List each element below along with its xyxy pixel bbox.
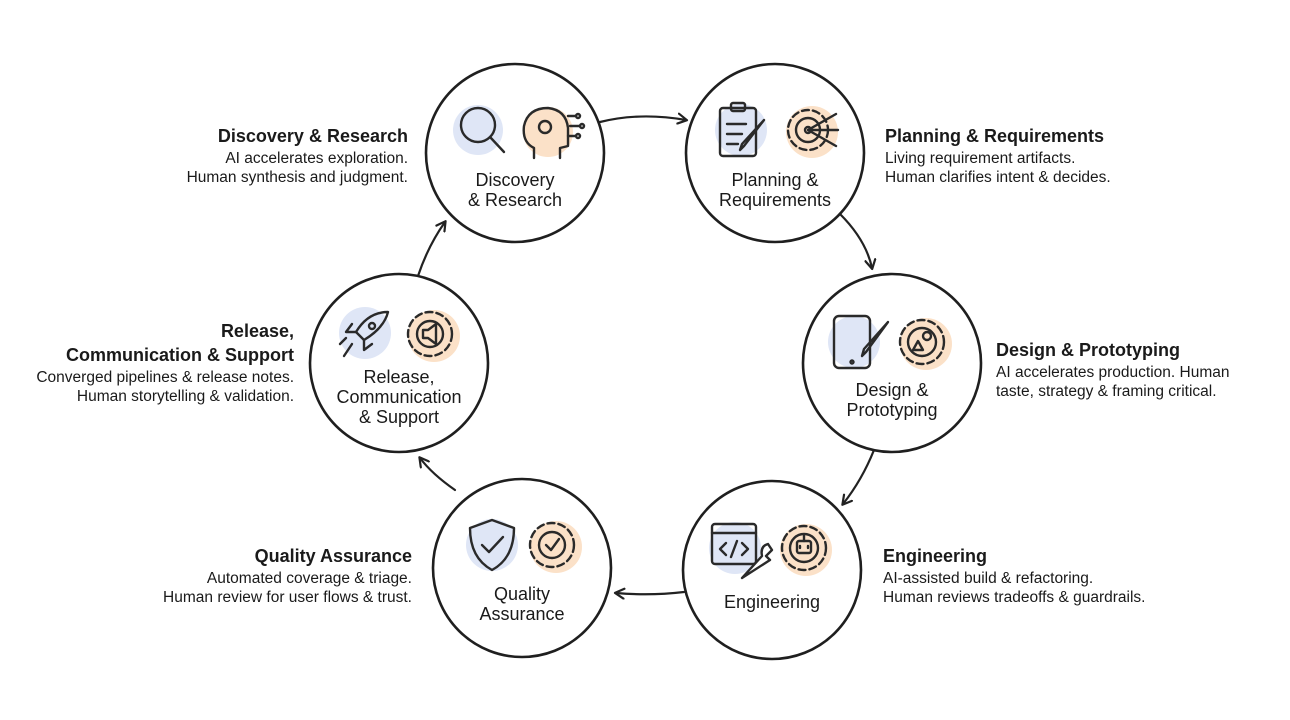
- gear-megaphone-icon: [406, 310, 460, 362]
- annotation-title: Planning & Requirements: [885, 126, 1105, 146]
- annotation-line: taste, strategy & framing critical.: [996, 383, 1217, 400]
- arrow-design-to-engineering: [843, 448, 876, 504]
- annotation-title: Release,: [220, 321, 294, 341]
- gear-shapes-icon: [898, 318, 952, 370]
- gear-check-icon: [528, 521, 582, 573]
- annotation-line: Human storytelling & validation.: [76, 388, 294, 405]
- node-label-line: Requirements: [718, 190, 832, 210]
- node-label-qa: Quality Assurance: [447, 584, 597, 624]
- annotation-discovery: Discovery & Research AI accelerates expl…: [28, 125, 408, 187]
- annotation-title: Engineering: [883, 546, 988, 566]
- magnifier-icon: [453, 105, 506, 155]
- node-label-line: Engineering: [723, 592, 821, 612]
- node-label-release: Release, Communication & Support: [324, 367, 474, 427]
- node-label-discovery: Discovery & Research: [440, 170, 590, 210]
- annotation-release: Release, Communication & Support Converg…: [0, 320, 294, 406]
- node-circle-discovery: [424, 62, 606, 244]
- arrow-engineering-to-qa: [616, 592, 686, 594]
- shield-check-icon: [466, 518, 518, 572]
- annotation-engineering: Engineering AI-assisted build & refactor…: [883, 545, 1263, 607]
- gear-robot-icon: [780, 524, 832, 576]
- node-label-line: Design &: [855, 380, 929, 400]
- node-circle-design: [801, 272, 983, 454]
- node-label-line: Planning &: [731, 170, 819, 190]
- annotation-line: Human reviews tradeoffs & guardrails.: [883, 589, 1146, 606]
- code-window-wrench-icon: [709, 522, 774, 580]
- annotation-title: Quality Assurance: [254, 546, 412, 566]
- rocket-icon: [338, 307, 391, 359]
- annotation-line: Automated coverage & triage.: [206, 570, 412, 587]
- node-circle-qa: [431, 477, 613, 659]
- annotation-line: Human synthesis and judgment.: [186, 169, 408, 186]
- annotation-line: AI accelerates exploration.: [225, 150, 408, 167]
- node-label-line: Release,: [363, 367, 435, 387]
- node-label-engineering: Engineering: [697, 592, 847, 612]
- arrow-planning-to-design: [838, 212, 872, 268]
- annotation-line: AI-assisted build & refactoring.: [883, 570, 1094, 587]
- node-circle-planning: [684, 62, 866, 244]
- annotation-line: Human clarifies intent & decides.: [885, 169, 1111, 186]
- node-label-line: Assurance: [479, 604, 565, 624]
- node-label-line: Prototyping: [846, 400, 938, 420]
- arrow-qa-to-release: [420, 458, 457, 492]
- annotation-planning: Planning & Requirements Living requireme…: [885, 125, 1265, 187]
- annotation-title: Communication & Support: [66, 345, 294, 365]
- annotation-line: AI accelerates production. Human: [996, 364, 1230, 381]
- gear-target-icon: [786, 106, 840, 158]
- tablet-pencil-icon: [828, 314, 890, 370]
- clipboard-pencil-icon: [715, 101, 767, 158]
- node-label-line: & Research: [467, 190, 563, 210]
- annotation-title: Design & Prototyping: [996, 340, 1180, 360]
- annotation-line: Living requirement artifacts.: [885, 150, 1076, 167]
- arrow-discovery-to-planning: [598, 116, 686, 122]
- annotation-title: Discovery & Research: [217, 126, 408, 146]
- arrow-release-to-discovery: [416, 222, 445, 278]
- node-circle-engineering: [681, 479, 863, 661]
- annotation-line: Converged pipelines & release notes.: [36, 369, 294, 386]
- annotation-qa: Quality Assurance Automated coverage & t…: [32, 545, 412, 607]
- annotation-design: Design & Prototyping AI accelerates prod…: [996, 339, 1276, 401]
- annotation-line: Human review for user flows & trust.: [163, 589, 412, 606]
- node-label-line: Quality: [493, 584, 551, 604]
- node-label-line: Discovery: [475, 170, 555, 190]
- node-label-design: Design & Prototyping: [817, 380, 967, 420]
- node-label-planning: Planning & Requirements: [700, 170, 850, 210]
- node-label-line: & Support: [358, 407, 440, 427]
- head-gear-icon: [522, 106, 586, 160]
- node-label-line: Communication: [336, 387, 462, 407]
